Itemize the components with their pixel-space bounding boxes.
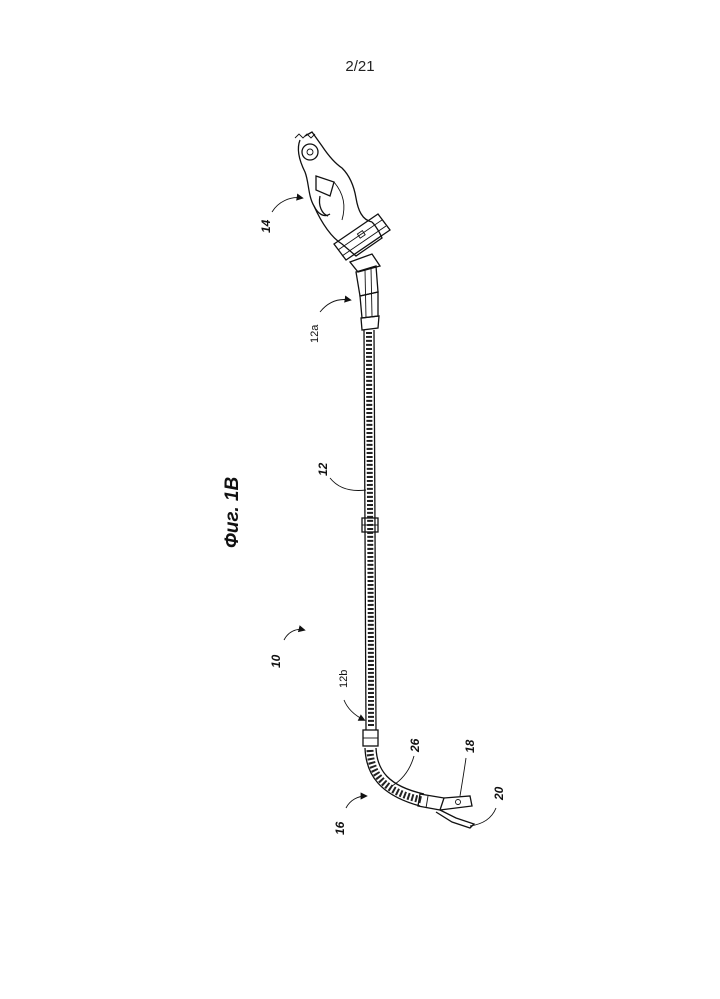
reference-12b: 12b: [338, 670, 364, 720]
handle-assembly: [295, 132, 390, 330]
ref-label-shaft-proximal: 12a: [309, 324, 321, 343]
ref-label-articulating-section: 16: [333, 821, 347, 835]
reference-14: 14: [259, 198, 302, 233]
ref-label-shaft: 12: [316, 462, 330, 476]
reference-10: 10: [269, 629, 304, 668]
ref-label-jaw: 20: [492, 786, 506, 801]
reference-26: 26: [392, 738, 422, 786]
ref-label-end-effector: 18: [463, 739, 477, 753]
ref-label-handle: 14: [259, 219, 273, 233]
ref-label-device: 10: [269, 654, 283, 668]
reference-12a: 12a: [309, 300, 350, 344]
reference-18: 18: [460, 739, 477, 796]
reference-16: 16: [333, 796, 366, 835]
shaft: [362, 330, 378, 746]
reference-20: 20: [470, 786, 506, 826]
ref-label-coil: 26: [408, 738, 422, 753]
figure-caption: Фиг. 1В: [222, 477, 243, 548]
ref-label-shaft-distal: 12b: [338, 670, 350, 688]
end-effector: [418, 794, 474, 828]
articulating-section: [365, 748, 424, 806]
reference-12: 12: [316, 462, 366, 490]
